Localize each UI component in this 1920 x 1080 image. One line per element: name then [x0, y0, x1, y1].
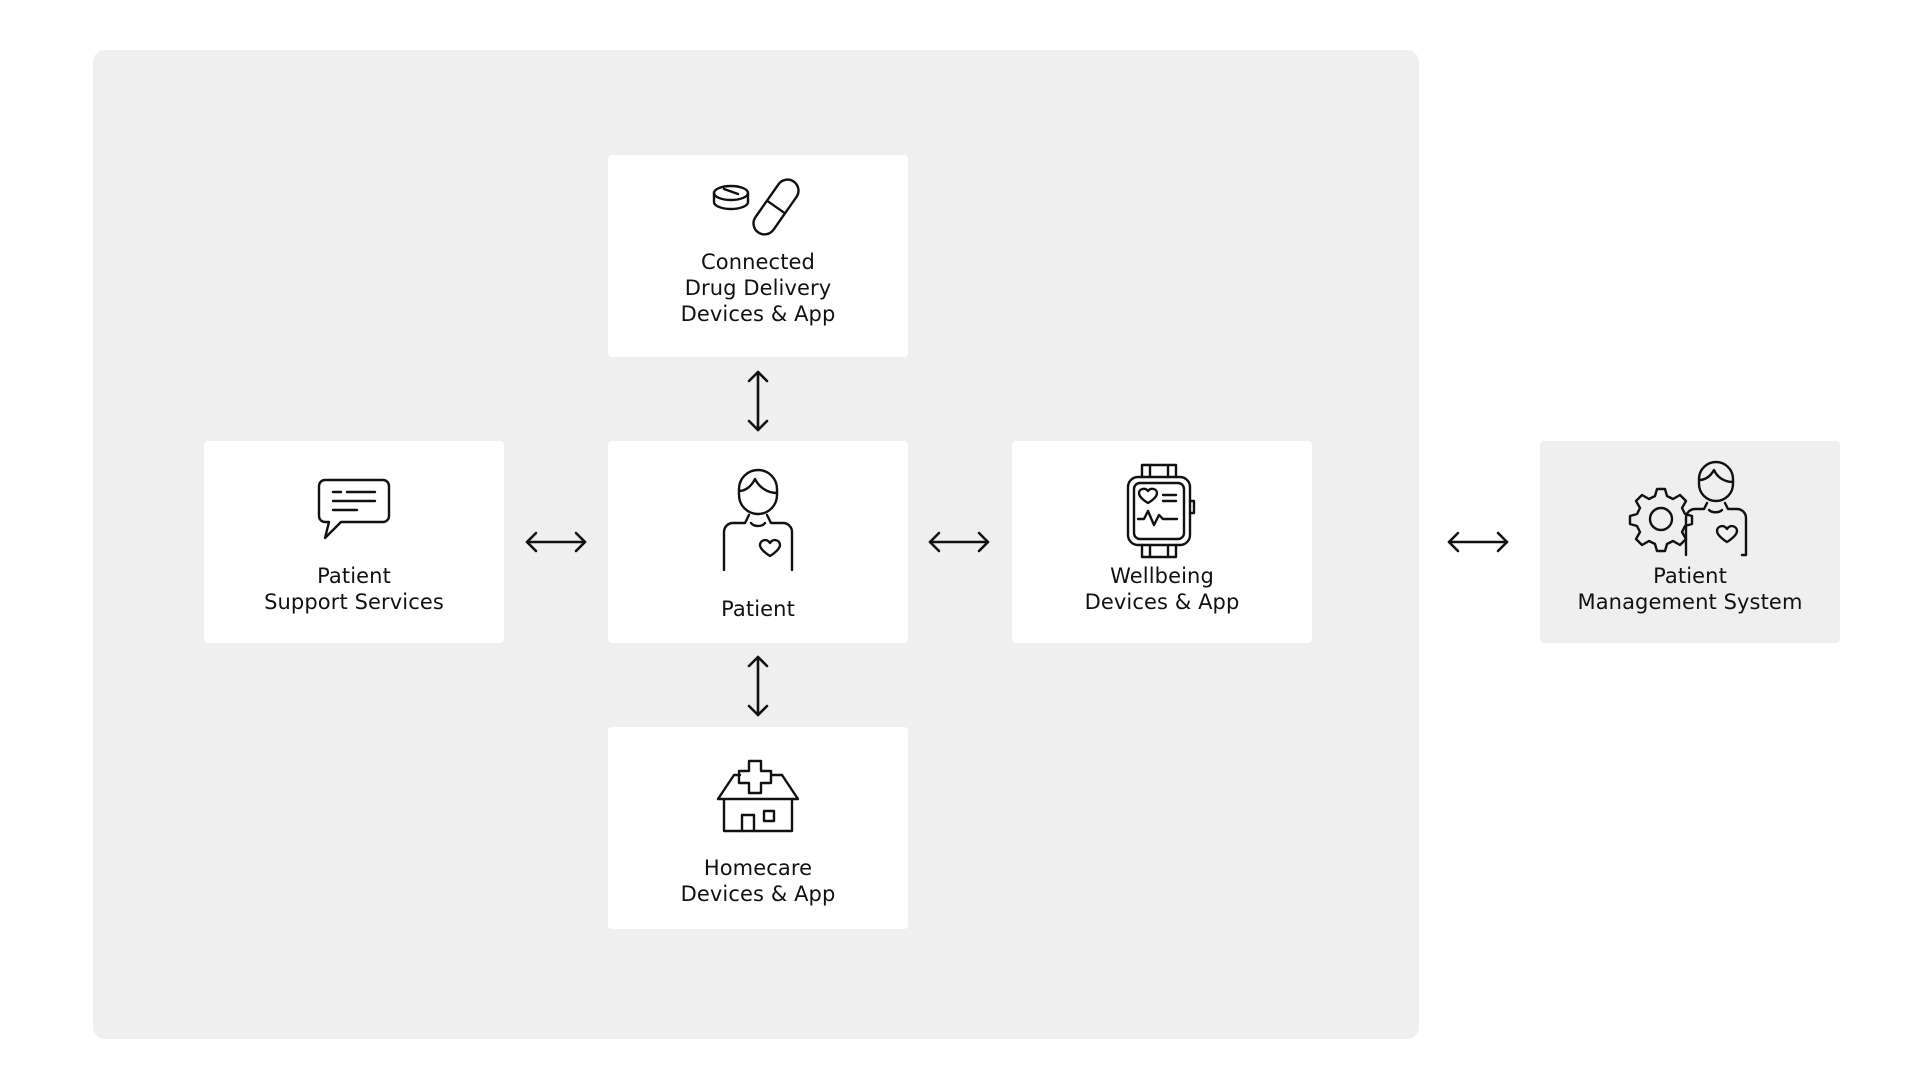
arrow-patient-wellbeing	[928, 528, 990, 556]
node-patient[interactable]: Patient	[608, 441, 908, 643]
smartwatch-heart-icon	[1012, 459, 1312, 563]
node-drug-delivery-label: Connected Drug Delivery Devices & App	[680, 250, 836, 326]
patient-heart-icon	[608, 468, 908, 572]
arrow-wellbeing-management	[1447, 528, 1509, 556]
gear-patient-icon	[1540, 457, 1840, 557]
node-patient-support-label: Patient Support Services	[264, 564, 444, 614]
node-homecare[interactable]: Homecare Devices & App	[608, 727, 908, 929]
node-drug-delivery[interactable]: Connected Drug Delivery Devices & App	[608, 155, 908, 357]
chat-bubble-icon	[204, 478, 504, 542]
node-patient-management[interactable]: Patient Management System	[1540, 441, 1840, 643]
node-wellbeing-label: Wellbeing Devices & App	[1084, 564, 1240, 614]
pill-capsule-icon	[608, 173, 908, 241]
arrow-patient-homecare	[744, 655, 772, 717]
node-homecare-label: Homecare Devices & App	[680, 856, 836, 906]
home-medical-icon	[608, 759, 908, 833]
arrow-drug-delivery-patient	[744, 370, 772, 432]
node-patient-support[interactable]: Patient Support Services	[204, 441, 504, 643]
arrow-support-patient	[525, 528, 587, 556]
node-wellbeing[interactable]: Wellbeing Devices & App	[1012, 441, 1312, 643]
node-patient-management-label: Patient Management System	[1577, 564, 1803, 614]
node-patient-label: Patient	[721, 597, 795, 621]
